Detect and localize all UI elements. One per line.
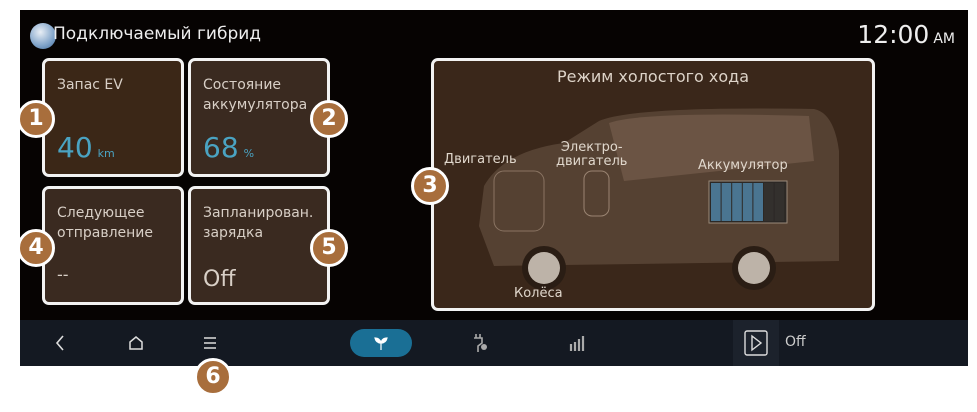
battery-cell [721,183,732,221]
battery-unit: % [243,147,255,160]
callout-4: 4 [17,229,55,267]
callout-1: 1 [17,100,55,138]
scheduled-charging-card[interactable]: Запланирован.зарядка Off [188,186,330,305]
wheels-label: Колёса [514,286,563,301]
plug-gear-icon [474,334,487,352]
play-icon [744,330,768,356]
charging-tab[interactable] [468,320,492,366]
ev-range-unit: km [97,147,115,160]
callout-5: 5 [310,229,348,267]
page-title: Подключаемый гибрид [53,24,262,44]
clock-time: 12:00 [857,20,930,49]
play-status: Off [785,334,806,350]
back-icon [55,335,64,351]
motor-label: Электро-двигатель [556,140,628,169]
ev-range-value: 40 [57,131,93,164]
card-label: Запланирован.зарядка [203,205,314,241]
play-button[interactable] [733,320,779,366]
menu-button[interactable] [198,320,222,366]
battery-label: Аккумулятор [698,158,788,173]
energy-flow-panel[interactable]: Режим холостого хода Двигатель Электро-д… [431,58,875,311]
ev-range-card[interactable]: Запас EV 40 km [42,58,184,177]
bar-chart-icon [569,336,585,351]
car-illustration [479,108,839,290]
scheduled-charging-value: Off [203,267,236,292]
eco-tab[interactable] [350,329,412,357]
battery-cell [753,183,763,221]
eco-leaf-icon [374,337,388,350]
back-button[interactable] [48,320,72,366]
battery-cell [732,183,742,221]
card-value: 68% [203,131,254,164]
menu-icon [204,337,216,349]
bottom-nav-bar: Off [20,320,968,366]
battery-cell [711,183,721,221]
battery-value: 68 [203,131,239,164]
callout-2: 2 [310,100,348,138]
next-departure-value: -- [57,265,69,284]
home-icon [129,336,143,350]
card-value: 40 km [57,131,115,164]
home-button[interactable] [124,320,148,366]
callout-3: 3 [411,167,449,205]
engine-label: Двигатель [444,152,517,167]
clock-ampm: AM [933,31,955,47]
statistics-tab[interactable] [566,320,590,366]
battery-cell [742,183,753,221]
globe-icon [30,23,56,49]
mode-title: Режим холостого хода [556,67,750,86]
card-label: Запас EV [57,77,123,93]
battery-cell [764,183,774,221]
callout-6: 6 [194,358,232,396]
battery-cell [774,183,785,221]
